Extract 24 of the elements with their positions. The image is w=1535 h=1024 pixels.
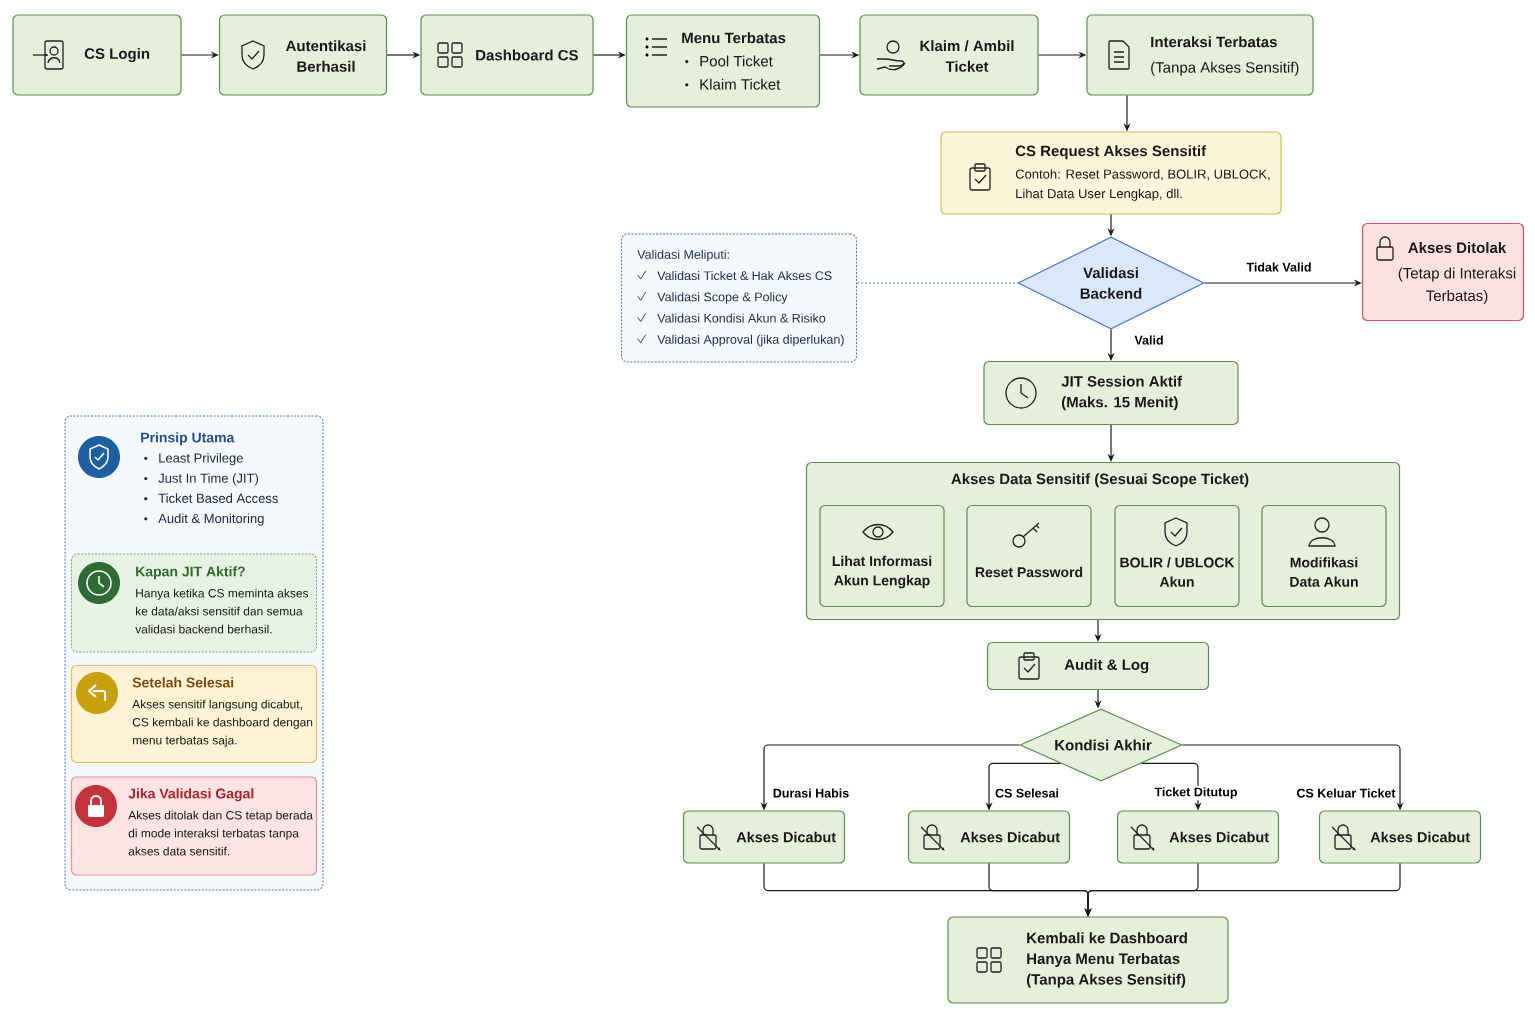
process-box: Akses Dicabut — [682, 810, 846, 864]
request-box: CS Request Akses Sensitif Contoh: Reset Password, BOLIR, UBLOCK, Lihat Data User Lengkap, dll. — [940, 131, 1282, 215]
process-box: JIT Session Aktif (Maks. 15 Menit) — [983, 360, 1239, 426]
process-box: Autentikasi Berhasil — [218, 14, 388, 96]
action-box: Lihat Informasi Akun Lengkap — [819, 504, 945, 608]
info-card: Setelah Selesai Akses sensitif langsung dicabut, CS kembali ke dashboard dengan menu terbatas saja. — [70, 664, 318, 764]
process-box: Audit & Log — [986, 641, 1210, 691]
info-card: Kapan JIT Aktif? Hanya ketika CS meminta akses ke data/aksi sensitif dan semua validasi backend berhasil. — [71, 553, 317, 653]
process-box: Akses Dicabut — [907, 810, 1071, 864]
process-box: Interaksi Terbatas (Tanpa Akses Sensitif) — [1086, 14, 1314, 96]
dotted-connector — [856, 282, 1018, 284]
process-box: Dashboard CS — [420, 14, 594, 96]
action-box: Reset Password — [966, 504, 1092, 608]
process-box: Akses Dicabut — [1116, 810, 1280, 864]
info-card: Jika Validasi Gagal Akses ditolak dan CS tetap berada di mode interaksi terbatas tanpa akses data sensitif. — [70, 776, 318, 876]
action-box: BOLIR / UBLOCK Akun — [1114, 504, 1240, 608]
action-box: Modifikasi Data Akun — [1261, 504, 1387, 608]
process-box: CS Login — [12, 14, 182, 96]
process-box: Menu Terbatas Pool Ticket Klaim Ticket — [625, 14, 821, 108]
rejected-box: Akses Ditolak (Tetap di Interaksi Terbatas) — [1361, 222, 1525, 322]
process-box: Klaim / Ambil Ticket — [859, 14, 1039, 96]
process-box: Kembali ke Dashboard Hanya Menu Terbatas (Tanpa Akses Sensitif) — [947, 916, 1229, 1004]
note-box: Validasi Meliputi: Validasi Ticket & Hak Akses CS Validasi Scope & Policy Validasi Kondisi Akun & Risiko Validasi Approval (jika diperlukan) — [621, 233, 857, 363]
process-box: Akses Dicabut — [1318, 810, 1482, 864]
